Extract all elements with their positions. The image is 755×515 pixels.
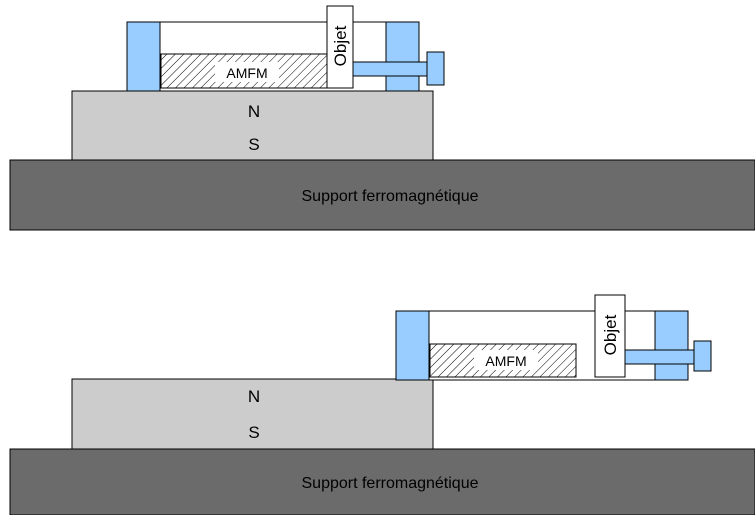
top-object	[326, 5, 354, 89]
bottom-clamp-screw-shaft	[624, 349, 697, 365]
top-clamp-screw-shaft	[352, 61, 431, 77]
bottom-magnet	[71, 378, 434, 450]
bottom-magnet-north-pole: N	[248, 387, 260, 406]
bottom-ferromagnetic-support	[9, 448, 755, 515]
bottom-clamp-screw-knob	[693, 340, 712, 372]
top-magnet-north-pole: N	[248, 102, 260, 121]
bottom-amfm-label: AMFM	[485, 353, 526, 369]
bottom-object	[594, 294, 626, 378]
top-magnet	[71, 90, 434, 161]
bottom-clamp-left-jaw	[395, 310, 430, 381]
top-amfm-sample	[160, 53, 328, 89]
bottom-object-label: Objet	[601, 314, 620, 355]
bottom-magnet-south-pole: S	[248, 423, 259, 442]
top-amfm-label-box	[215, 62, 279, 82]
bottom-diagram: Support ferromagnétique N S AMFM Objet	[9, 294, 755, 515]
bottom-support-label: Support ferromagnétique	[302, 475, 479, 492]
top-diagram: Support ferromagnétique N S AMFM Objet	[9, 5, 755, 231]
top-magnet-south-pole: S	[248, 135, 259, 154]
top-clamp-screw-knob	[426, 51, 445, 86]
bottom-clamp-right-jaw	[654, 310, 689, 381]
top-clamp-left-jaw	[126, 21, 161, 92]
top-clamp-right-jaw	[385, 21, 420, 92]
bottom-amfm-label-box	[474, 350, 538, 370]
top-amfm-label: AMFM	[226, 65, 267, 81]
top-support-label: Support ferromagnétique	[302, 188, 479, 205]
top-ferromagnetic-support	[9, 159, 755, 231]
top-object-label: Objet	[331, 25, 350, 66]
